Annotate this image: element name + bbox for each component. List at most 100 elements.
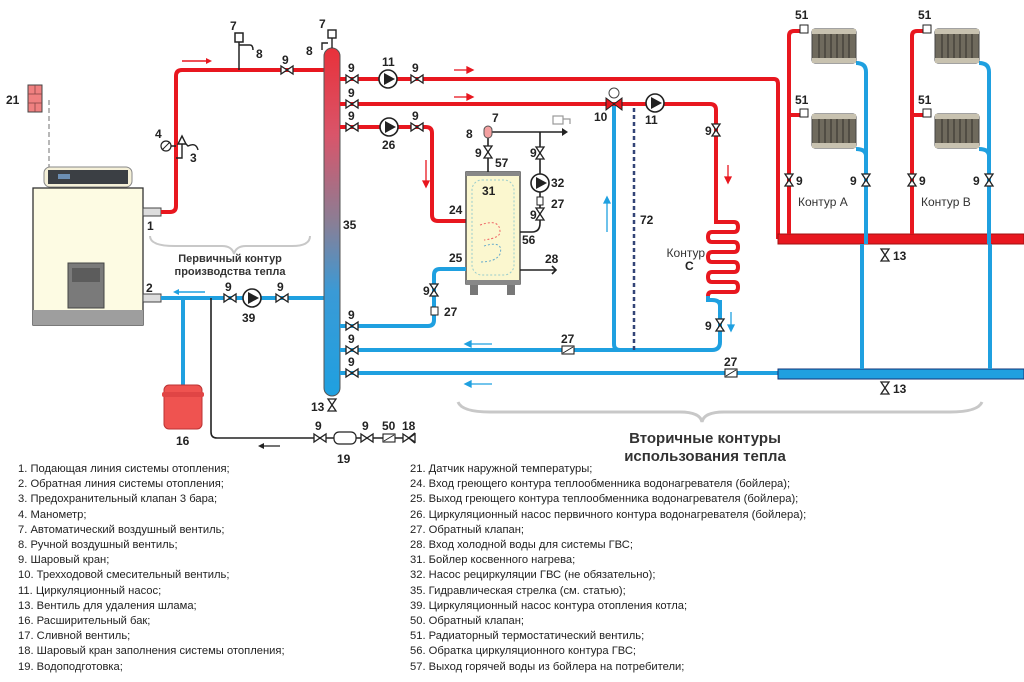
legend-item: 13. Вентиль для удаления шлама;	[18, 599, 197, 612]
callout-9: 9	[348, 308, 355, 322]
ball-valve[interactable]	[535, 146, 545, 160]
ball-valve[interactable]	[360, 433, 374, 443]
callout-50: 50	[382, 419, 396, 433]
radiator	[811, 28, 857, 64]
radiator	[934, 28, 980, 64]
ball-valve[interactable]	[313, 433, 327, 443]
callout-9: 9	[348, 86, 355, 100]
ball-valve[interactable]	[711, 123, 721, 137]
callout-56: 56	[522, 233, 536, 247]
hydraulic-separator	[323, 47, 341, 397]
thermostatic-valves[interactable]	[799, 24, 932, 118]
callout-72: 72	[640, 213, 654, 227]
supply-manifold	[777, 233, 1024, 245]
callout-51: 51	[918, 8, 932, 22]
ball-valve[interactable]	[345, 345, 359, 355]
callout-27: 27	[551, 197, 565, 211]
legend-item: 16. Расширительный бак;	[18, 615, 151, 628]
ball-valve[interactable]	[410, 122, 424, 132]
ball-valve[interactable]	[410, 74, 424, 84]
ball-valve[interactable]	[223, 293, 237, 303]
callout-9: 9	[225, 280, 232, 294]
callout-9: 9	[348, 355, 355, 369]
callout-27: 27	[444, 305, 458, 319]
pump-39[interactable]	[242, 288, 262, 308]
flow-arrows-red	[421, 65, 733, 189]
ball-valve[interactable]	[345, 99, 359, 109]
callout-27: 27	[724, 355, 738, 369]
ball-valve[interactable]	[345, 74, 359, 84]
callout-9: 9	[362, 419, 369, 433]
secondary-brace	[456, 401, 984, 423]
sludge-valve[interactable]	[327, 398, 337, 412]
radiator	[934, 113, 980, 149]
legend-item: 9. Шаровый кран;	[18, 554, 110, 567]
callout-9: 9	[282, 53, 289, 67]
legend-item: 2. Обратная линия системы отопления;	[18, 478, 224, 491]
ball-valve[interactable]	[984, 173, 994, 187]
ball-valve[interactable]	[861, 173, 871, 187]
check-valve	[430, 306, 439, 316]
callout-8: 8	[306, 44, 313, 58]
callout-32: 32	[551, 176, 565, 190]
ball-valve[interactable]	[345, 321, 359, 331]
callout-9: 9	[348, 109, 355, 123]
callout-13: 13	[893, 249, 907, 263]
legend-item: 25. Выход греющего контура теплообменник…	[410, 493, 799, 506]
primary-supply-line	[161, 68, 325, 214]
ball-valve[interactable]	[345, 368, 359, 378]
callout-9: 9	[530, 208, 537, 222]
pump-11[interactable]	[378, 69, 398, 89]
callout-9: 9	[412, 61, 419, 75]
legend-item: 10. Трехходовой смесительный вентиль;	[18, 569, 230, 582]
legend-left: 1. Подающая линия системы отопления; 2. …	[18, 462, 285, 675]
callout-13: 13	[311, 400, 325, 414]
legend-item: 8. Ручной воздушный вентиль;	[18, 539, 178, 552]
fill-valve-18[interactable]	[402, 433, 416, 443]
callout-9: 9	[530, 146, 537, 160]
radiator	[811, 113, 857, 149]
circuit-b-label: Контур B	[921, 195, 971, 209]
secondary-supply-lines	[340, 77, 780, 239]
ball-valve[interactable]	[345, 122, 359, 132]
legend-item: 50. Обратный клапан;	[410, 615, 525, 628]
callout-11: 11	[645, 113, 658, 127]
callout-51: 51	[795, 93, 809, 107]
callout-9: 9	[973, 174, 980, 188]
pump-26[interactable]	[379, 117, 399, 137]
legend-item: 3. Предохранительный клапан 3 бара;	[18, 493, 218, 506]
legend-item: 56. Обратка циркуляционного контура ГВС;	[410, 645, 637, 658]
callout-57: 57	[495, 156, 509, 170]
callout-51: 51	[795, 8, 809, 22]
legend-item: 39. Циркуляционный насос контура отоплен…	[410, 599, 688, 612]
ball-valve[interactable]	[907, 173, 917, 187]
legend-item: 27. Обратный клапан;	[410, 523, 525, 536]
pump-32[interactable]	[530, 173, 550, 193]
callout-1: 1	[147, 219, 154, 233]
legend-item: 18. Шаровый кран заполнения системы отоп…	[18, 645, 285, 658]
callout-9: 9	[919, 174, 926, 188]
three-way-mixing-valve[interactable]	[605, 87, 623, 111]
indirect-water-heater	[465, 171, 521, 295]
ball-valve[interactable]	[483, 145, 493, 159]
sludge-valve[interactable]	[880, 248, 890, 262]
ball-valve[interactable]	[275, 293, 289, 303]
legend-item: 26. Циркуляционный насос первичного конт…	[410, 508, 807, 521]
ball-valve[interactable]	[535, 207, 545, 221]
check-valve	[536, 196, 544, 206]
manifold-links	[860, 244, 992, 369]
callout-9: 9	[412, 109, 419, 123]
pump-11[interactable]	[645, 93, 665, 113]
safety-valve	[176, 134, 199, 159]
ball-valve[interactable]	[715, 318, 725, 332]
legend-item: 7. Автоматический воздушный вентиль;	[18, 523, 225, 536]
callout-35: 35	[343, 218, 357, 232]
legend-item: 19. Водоподготовка;	[18, 660, 123, 673]
ball-valve[interactable]	[429, 283, 439, 297]
ball-valve[interactable]	[784, 173, 794, 187]
sludge-valve[interactable]	[880, 381, 890, 395]
callout-8: 8	[256, 47, 263, 61]
legend-item: 35. Гидравлическая стрелка (см. статью);	[410, 584, 626, 597]
ball-valve[interactable]	[280, 65, 294, 75]
